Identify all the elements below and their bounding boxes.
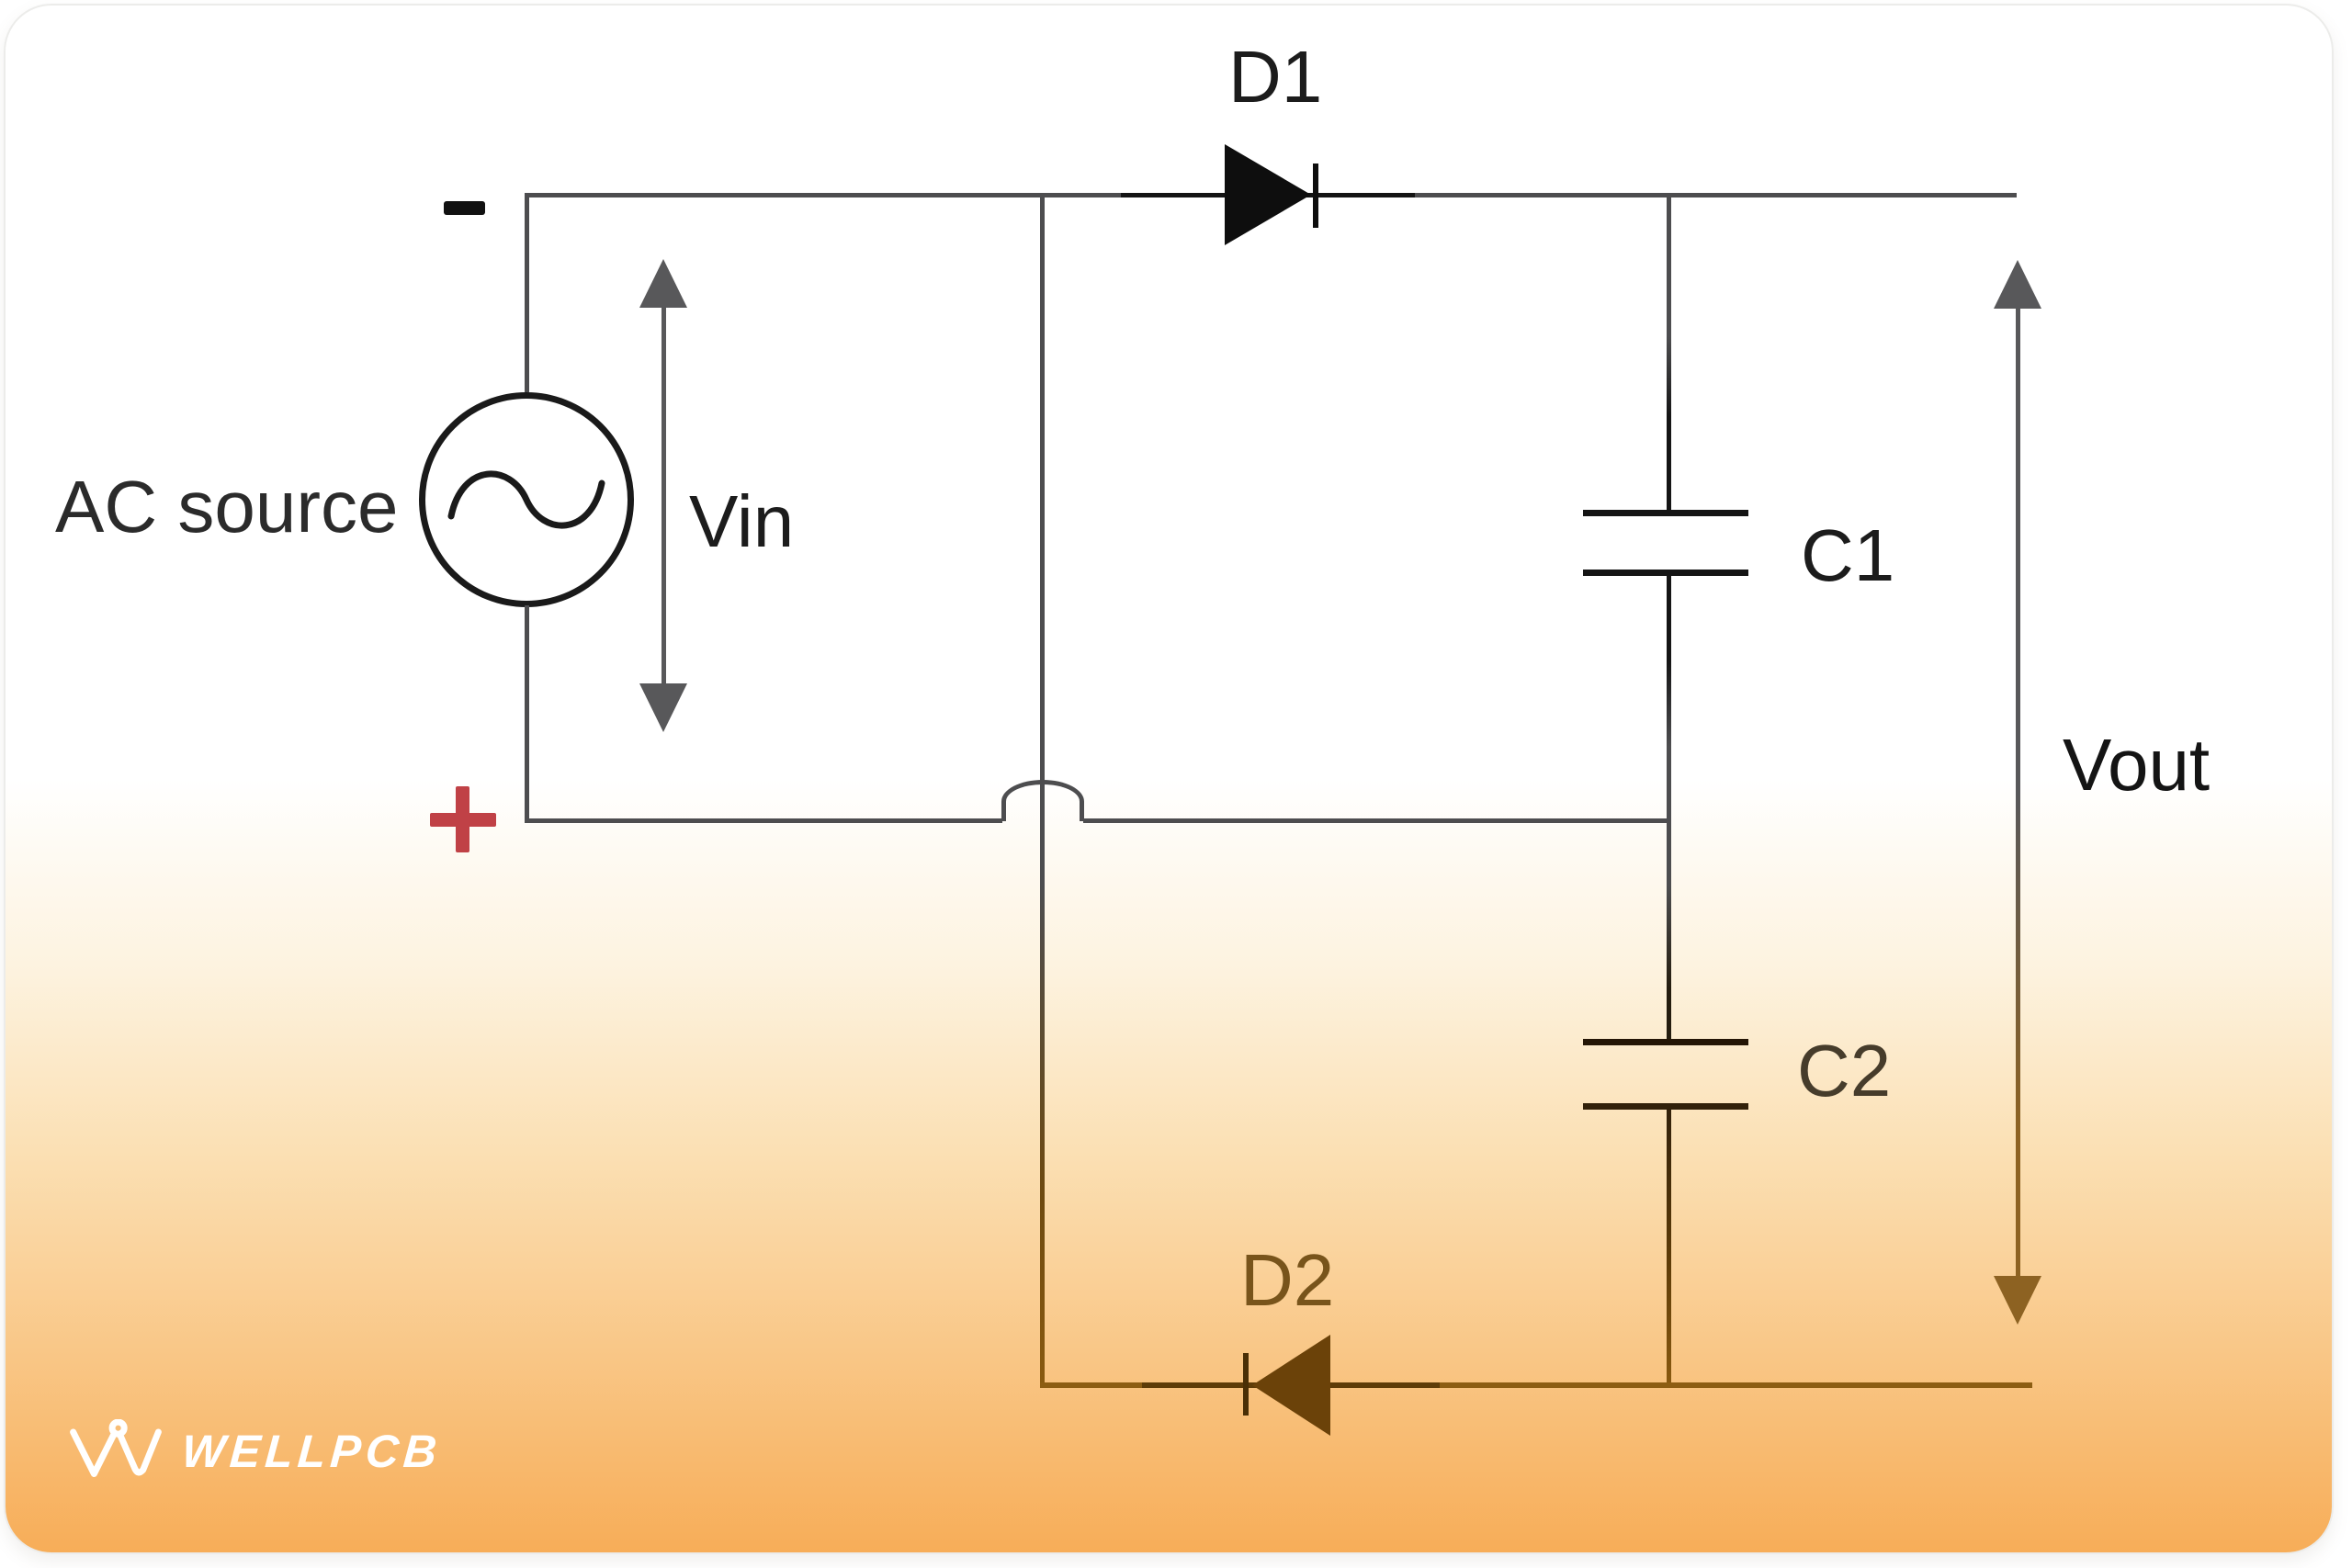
c2-capacitor-icon xyxy=(1583,1039,1748,1045)
sine-wave-icon xyxy=(447,470,605,529)
d1-diode-icon xyxy=(1225,144,1311,245)
diagram-card xyxy=(4,4,2334,1554)
c2-bottom-lead-wire xyxy=(1667,1110,1671,1387)
ac-source-icon xyxy=(419,392,634,607)
middle-net-wire xyxy=(525,818,1002,823)
c2-label: C2 xyxy=(1797,1030,1892,1111)
vout-arrowhead-down-icon xyxy=(1994,1276,2041,1325)
c1-capacitor-icon xyxy=(1583,570,1748,576)
d1-cathode-bar-icon xyxy=(1313,164,1318,228)
wellpcb-logo-mark-icon xyxy=(70,1419,162,1477)
vout-arrow xyxy=(2016,307,2020,1277)
wellpcb-logo-text: WELLPCB xyxy=(180,1426,444,1477)
middle-net-wire xyxy=(1083,818,1669,823)
vin-label: Vin xyxy=(689,480,795,562)
source-top-lead-wire xyxy=(525,193,529,392)
ac-source-label: AC source xyxy=(55,466,399,547)
d1-label: D1 xyxy=(1228,36,1323,118)
vout-arrowhead-up-icon xyxy=(1994,260,2041,309)
branch-vertical-wire xyxy=(1040,193,1045,1387)
minus-polarity-icon xyxy=(444,201,485,215)
vin-arrowhead-up-icon xyxy=(639,259,687,308)
c1-bottom-lead-wire xyxy=(1667,576,1671,820)
bottom-net-wire xyxy=(1040,1382,2032,1388)
c2-top-lead-wire xyxy=(1667,818,1671,1045)
c1-top-lead-wire xyxy=(1667,193,1671,513)
vout-label: Vout xyxy=(2063,724,2211,806)
source-bottom-lead-wire xyxy=(525,605,529,823)
vin-arrow xyxy=(662,307,666,685)
d2-cathode-bar-icon xyxy=(1243,1353,1249,1416)
c2-capacitor-icon xyxy=(1583,1103,1748,1110)
wellpcb-logo: WELLPCB xyxy=(66,1419,444,1483)
plus-polarity-icon xyxy=(456,786,469,852)
c1-capacitor-icon xyxy=(1583,510,1748,516)
d2-label: D2 xyxy=(1240,1239,1335,1321)
d2-diode-icon xyxy=(1252,1335,1330,1436)
c1-label: C1 xyxy=(1801,514,1895,596)
vin-arrowhead-down-icon xyxy=(639,683,687,732)
